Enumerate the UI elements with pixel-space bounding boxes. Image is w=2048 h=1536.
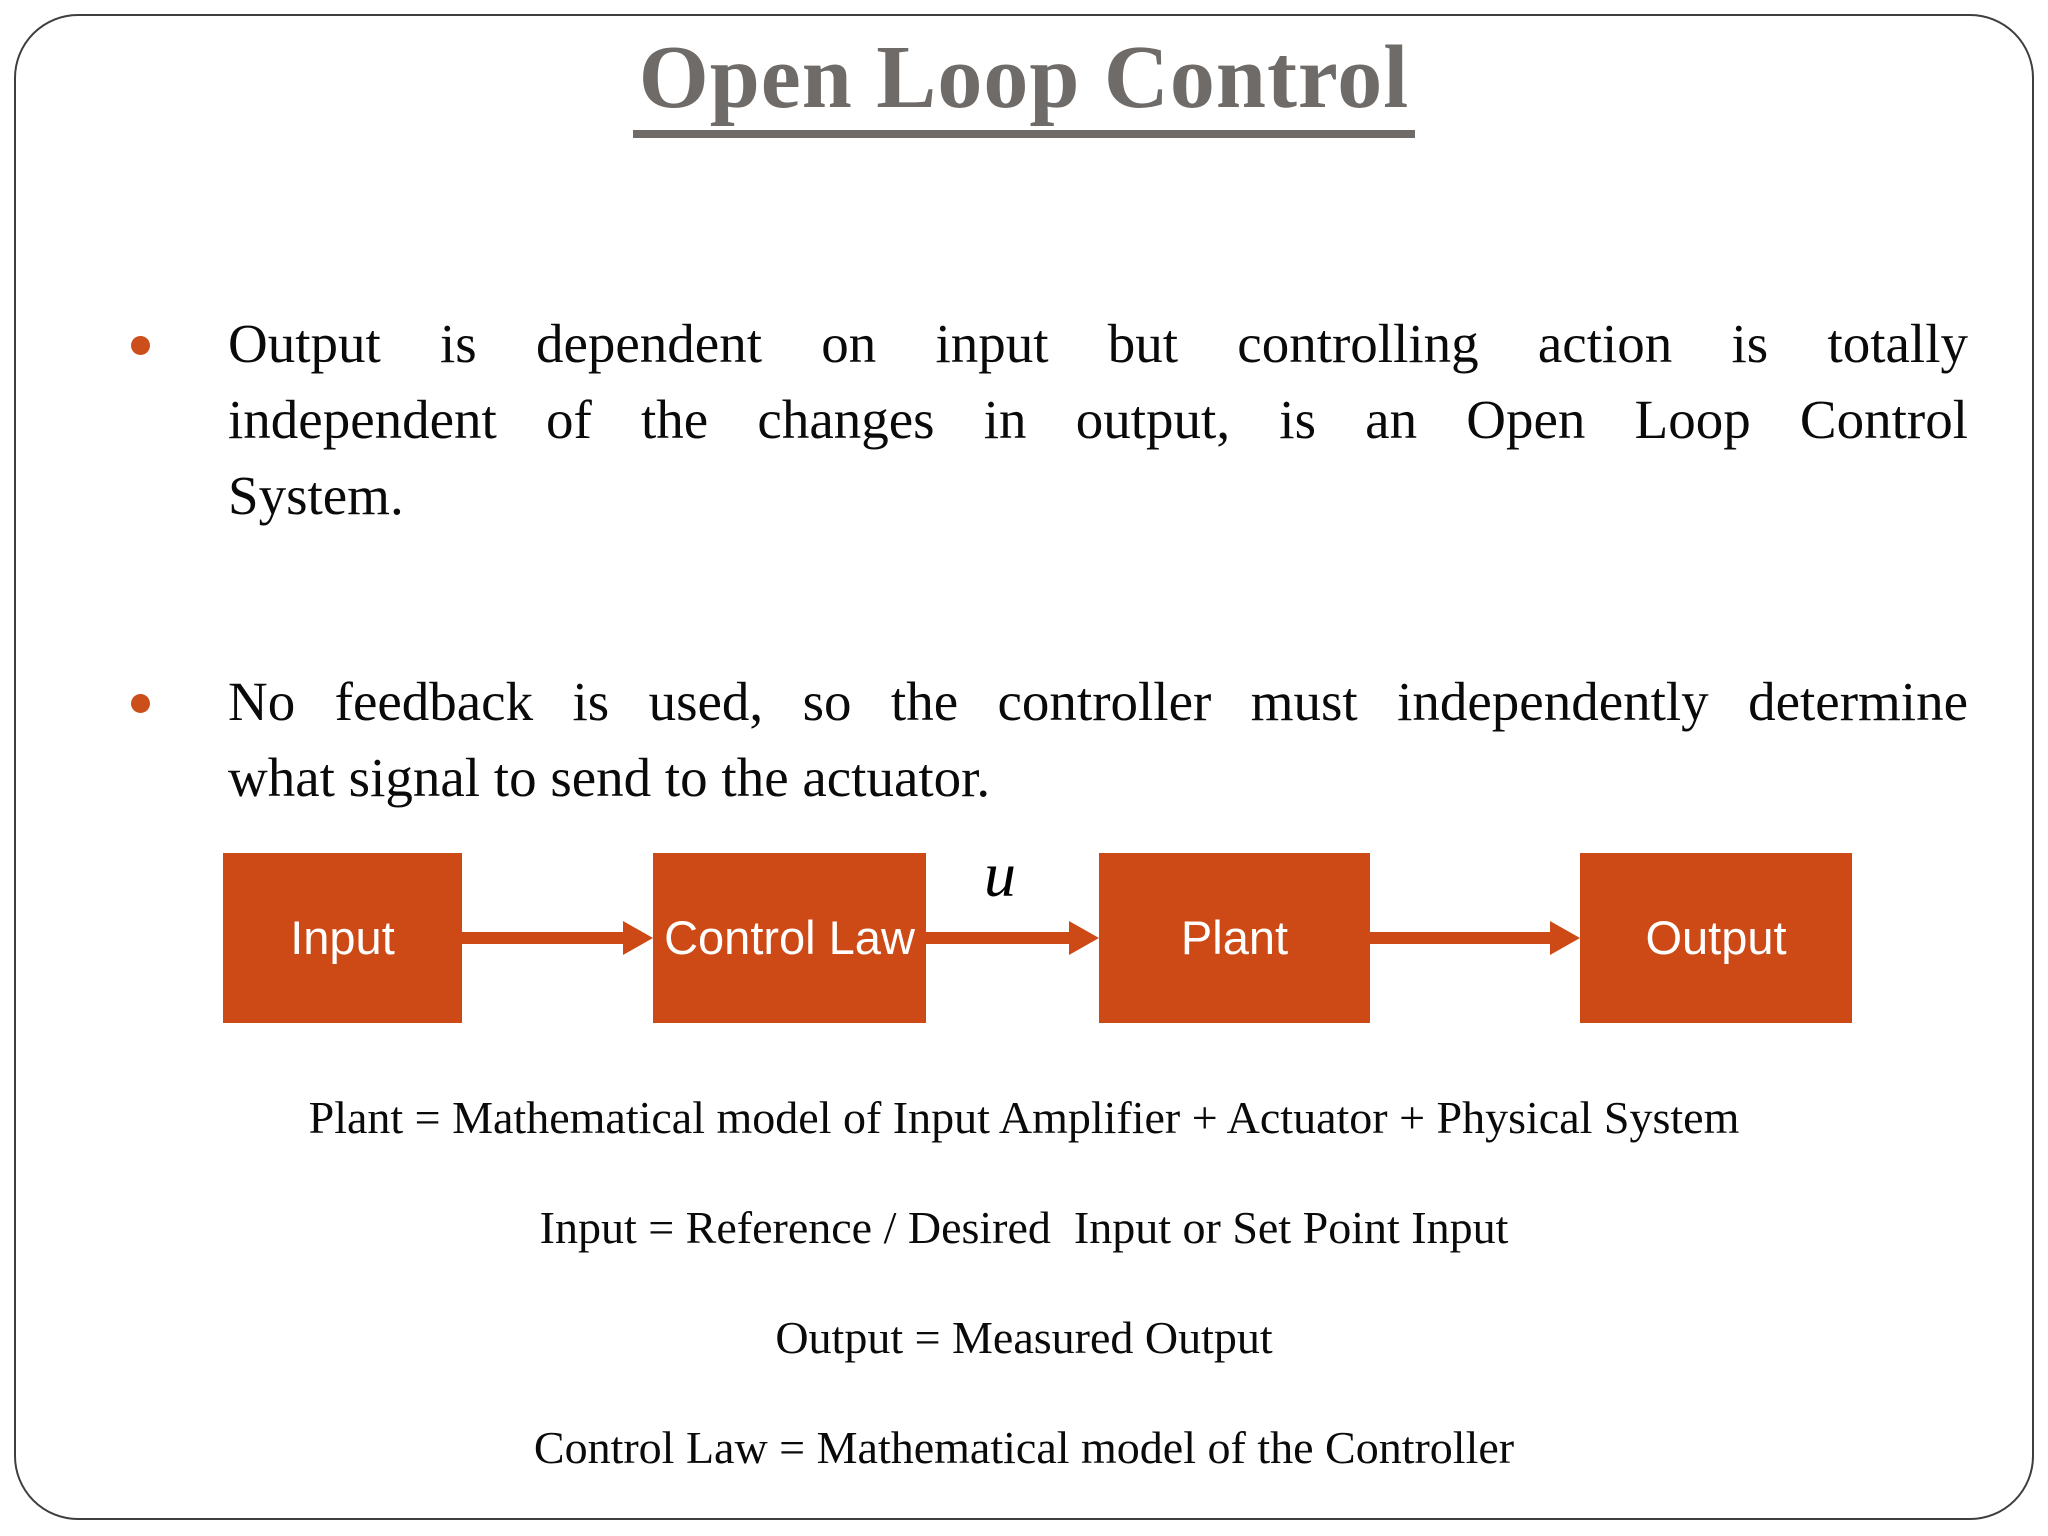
- diagram-block-control-law-label: Control Law: [664, 910, 915, 964]
- diagram-block-output: Output: [1580, 853, 1852, 1023]
- arrow-head-icon: [623, 921, 653, 955]
- bullet-marker: [131, 694, 150, 713]
- bullet-item-1: Output is dependent on input but control…: [131, 306, 1968, 534]
- arrow-shaft: [926, 932, 1077, 944]
- definition-input: Input = Reference / Desired Input or Set…: [539, 1202, 1509, 1253]
- diagram-block-output-label: Output: [1645, 910, 1787, 964]
- diagram-block-plant-label: Plant: [1180, 910, 1289, 964]
- bullet-line: Output is dependent on input but control…: [228, 313, 1968, 374]
- flow-arrow-plant-to-output: [1370, 921, 1580, 955]
- page-title: Open Loop Control: [0, 26, 2048, 138]
- signal-label-u: u: [984, 839, 1016, 910]
- bullet-line: independent of the changes in output, is…: [228, 389, 1968, 450]
- diagram-block-control-law: Control Law: [653, 853, 926, 1023]
- definition-control-law: Control Law = Mathematical model of the …: [533, 1422, 1515, 1473]
- definition-plant: Plant = Mathematical model of Input Ampl…: [308, 1092, 1740, 1143]
- diagram-block-plant: Plant: [1099, 853, 1370, 1023]
- bullet-line: what signal to send to the actuator.: [228, 747, 991, 808]
- definition-output: Output = Measured Output: [775, 1312, 1273, 1363]
- arrow-shaft: [1370, 932, 1558, 944]
- arrow-shaft: [462, 932, 631, 944]
- bullet-line: No feedback is used, so the controller m…: [228, 671, 1968, 732]
- bullet-item-2: No feedback is used, so the controller m…: [131, 664, 1968, 816]
- diagram-block-input-label: Input: [290, 910, 395, 964]
- bullet-line: System.: [228, 465, 404, 526]
- diagram-block-input: Input: [223, 853, 462, 1023]
- bullet-marker: [131, 336, 150, 355]
- page-title-text: Open Loop Control: [632, 30, 1416, 138]
- arrow-head-icon: [1550, 921, 1580, 955]
- arrow-head-icon: [1069, 921, 1099, 955]
- flow-arrow-control-law-to-plant: [926, 921, 1099, 955]
- flow-arrow-input-to-control-law: [462, 921, 653, 955]
